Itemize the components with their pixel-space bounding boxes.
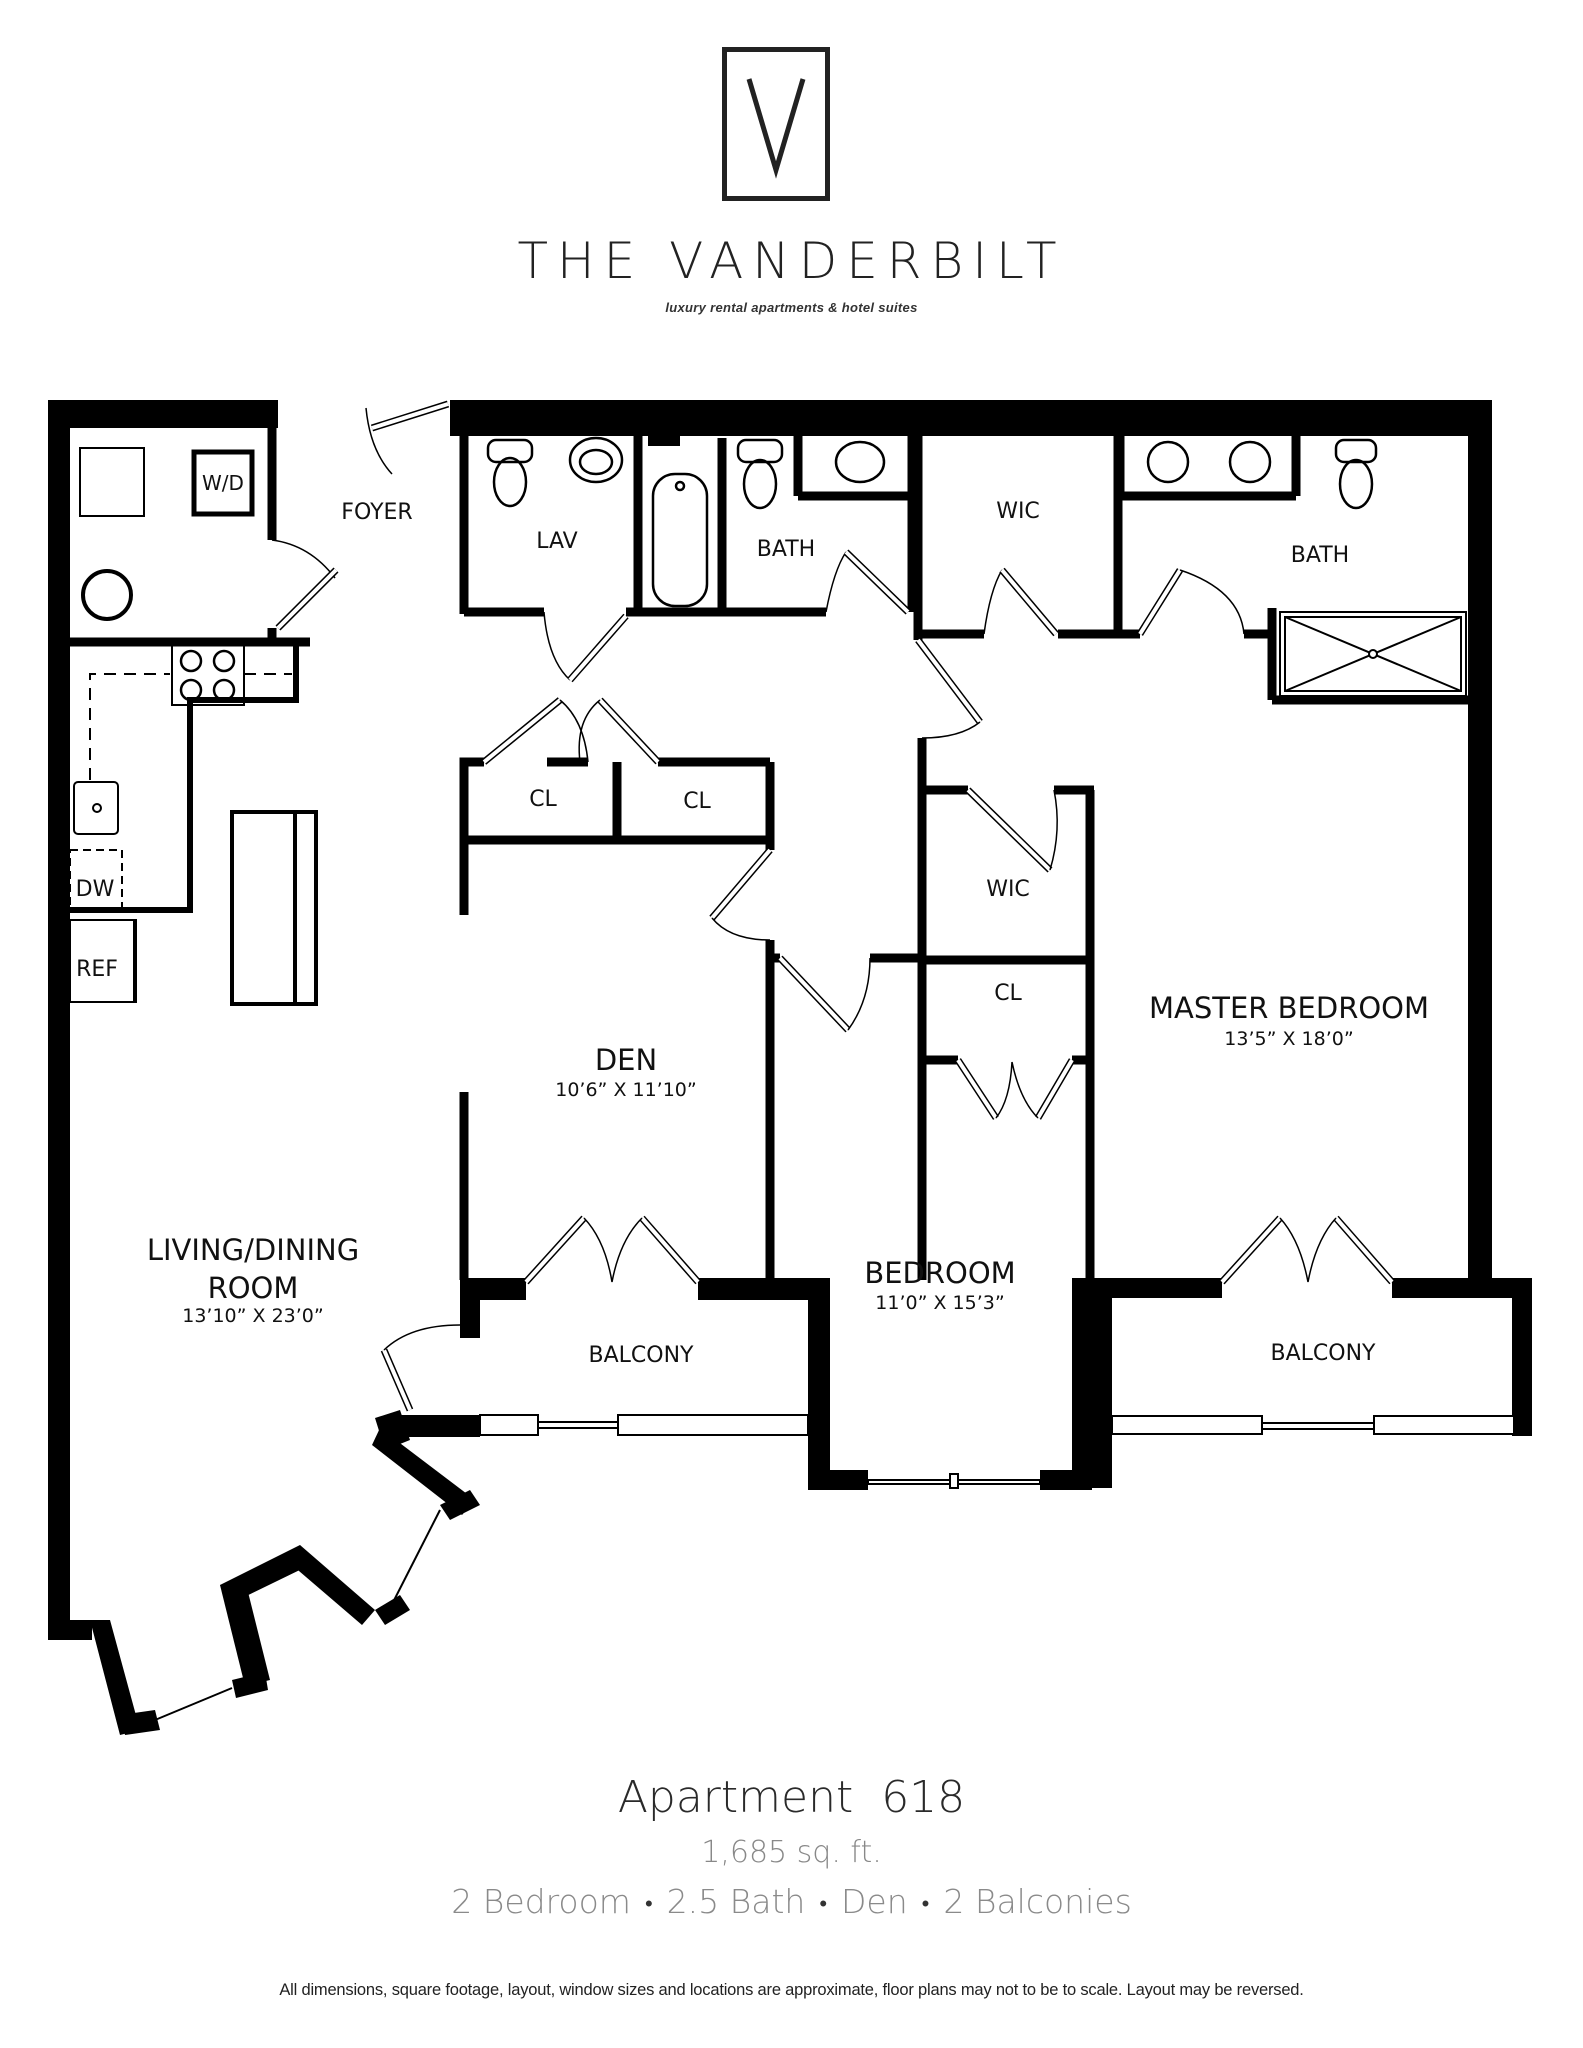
apartment-square-footage: 1,685 sq. ft. [701, 1835, 882, 1870]
toilet-icon [486, 438, 534, 508]
bullet-separator: • [644, 1891, 653, 1917]
label-wic-top: WIC [996, 499, 1040, 524]
refrigerator-icon [69, 919, 137, 1003]
bathtub-icon [651, 472, 709, 608]
label-balcony-right: BALCONY [1271, 1341, 1377, 1366]
bullet-separator: • [921, 1891, 930, 1917]
label-master-bedroom: MASTER BEDROOM [1149, 991, 1429, 1025]
label-lav: LAV [536, 529, 577, 554]
label-hall-bath: BATH [757, 537, 815, 562]
apartment-features: 2 Bedroom • 2.5 Bath • Den • 2 Balconies [0, 1882, 1583, 1921]
dryer-icon [191, 449, 255, 517]
label-living-dining-1: LIVING/DINING [147, 1233, 359, 1267]
kitchen-sink-icon [73, 781, 119, 835]
label-bedroom-dims: 11’0” X 15’3” [875, 1292, 1004, 1314]
label-wic-mid: WIC [986, 877, 1030, 902]
logo-v-icon [746, 78, 806, 179]
feature-bedrooms: 2 Bedroom [451, 1882, 631, 1921]
kitchen-island [230, 810, 318, 1006]
label-den-dims: 10’6” X 11’10” [555, 1079, 696, 1101]
label-ref: REF [76, 957, 118, 982]
label-dw: DW [76, 877, 115, 902]
bullet-separator: • [819, 1891, 828, 1917]
brand-tagline: luxury rental apartments & hotel suites [665, 300, 918, 315]
feature-den: Den [841, 1882, 908, 1921]
label-living-dining-2: ROOM [208, 1271, 299, 1305]
door-swings [271, 400, 1395, 1412]
label-closet-bedroom: CL [994, 981, 1022, 1006]
lav-sink-icon [568, 436, 624, 484]
apartment-title: Apartment 618 [617, 1772, 966, 1823]
bath-sink-icon [834, 440, 886, 484]
windows [154, 1414, 1515, 1721]
disclaimer: All dimensions, square footage, layout, … [279, 1981, 1304, 1999]
feature-baths: 2.5 Bath [666, 1882, 806, 1921]
washer-icon [79, 447, 145, 517]
label-closet-2: CL [683, 789, 711, 814]
toilet-icon [736, 438, 784, 510]
label-living-dining-dims: 13’10” X 23’0” [182, 1305, 323, 1327]
interior-walls [60, 408, 1470, 1280]
label-bedroom: BEDROOM [864, 1256, 1015, 1290]
master-sink-icon [1228, 440, 1272, 484]
brand-name: THE VANDERBILT [517, 232, 1066, 290]
logo-mark [722, 47, 830, 201]
room-labels: FOYER W/D LAV BATH WIC BATH CL CL WIC CL… [76, 471, 1429, 1368]
label-foyer: FOYER [341, 500, 412, 525]
label-closet-1: CL [529, 787, 557, 812]
exterior-walls [48, 400, 1532, 1735]
toilet-icon [1334, 438, 1378, 510]
water-heater-icon [81, 569, 133, 621]
label-den: DEN [595, 1043, 657, 1077]
shower-icon [1279, 611, 1467, 697]
label-balcony-left: BALCONY [589, 1343, 695, 1368]
label-wd: W/D [202, 471, 244, 495]
dishwasher-icon [69, 849, 123, 911]
master-sink-icon [1146, 440, 1190, 484]
label-master-bedroom-dims: 13’5” X 18’0” [1224, 1028, 1353, 1050]
label-master-bath: BATH [1291, 543, 1349, 568]
feature-balconies: 2 Balconies [943, 1882, 1132, 1921]
fixtures [69, 436, 1467, 1006]
